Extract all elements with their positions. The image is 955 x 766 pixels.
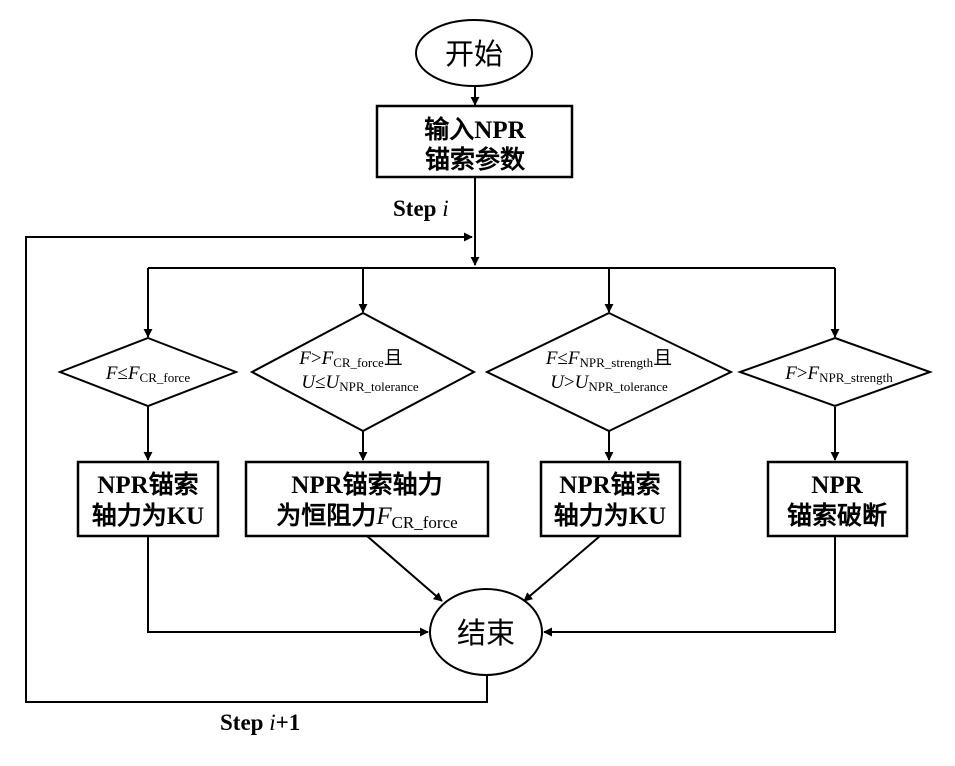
- box3-line2: 轴力为KU: [554, 501, 667, 530]
- start-label: 开始: [445, 38, 503, 71]
- decision-4: F>FNPR_strength: [737, 336, 933, 408]
- decision-3: F≤FNPR_strength且 U>UNPR_tolerance: [484, 311, 734, 433]
- cond1-text: F≤FCR_force: [105, 363, 190, 385]
- cond3-line2: U>UNPR_tolerance: [550, 372, 668, 394]
- box3-line1: NPR锚索: [559, 470, 660, 499]
- input-node: 输入NPR 锚索参数: [375, 104, 574, 179]
- box1-line1: NPR锚索: [97, 470, 198, 499]
- start-node: 开始: [415, 19, 533, 87]
- cond3-line1: F≤FNPR_strength且: [545, 348, 672, 370]
- box2-line1: NPR锚索轴力: [291, 470, 442, 499]
- box2-line2: 为恒阻力FCR_force: [276, 502, 457, 532]
- result-box-1: NPR锚索 轴力为KU: [76, 460, 220, 538]
- step-next-label: Step i+1: [220, 710, 300, 735]
- step-i-label: Step i: [393, 196, 449, 221]
- result-box-4: NPR 锚索破断: [766, 460, 909, 538]
- result-box-3: NPR锚索 轴力为KU: [539, 460, 682, 538]
- end-label: 结束: [457, 617, 515, 650]
- arrow-box3-to-end: [523, 535, 601, 602]
- box4-line1: NPR: [811, 472, 863, 499]
- arrow-box1-to-end: [147, 536, 429, 637]
- cond2-line2: U≤UNPR_tolerance: [301, 372, 419, 394]
- input-line2: 锚索参数: [425, 145, 526, 174]
- cond4-text: F>FNPR_strength: [784, 363, 893, 385]
- connectors: [25, 87, 840, 703]
- loop-back-line: [25, 232, 488, 703]
- decision-1: F≤FCR_force: [57, 336, 239, 408]
- decision-2: F>FCR_force且 U≤UNPR_tolerance: [249, 311, 477, 433]
- box4-line2: 锚索破断: [787, 501, 887, 530]
- arrow-box4-to-end: [543, 536, 836, 637]
- cond2-line1: F>FCR_force且: [298, 348, 403, 370]
- result-box-2: NPR锚索轴力 为恒阻力FCR_force: [244, 460, 490, 538]
- box1-line2: 轴力为KU: [92, 501, 205, 530]
- arrow-box2-to-end: [366, 535, 443, 602]
- end-node: 结束: [429, 588, 543, 676]
- input-line1: 输入NPR: [424, 115, 526, 144]
